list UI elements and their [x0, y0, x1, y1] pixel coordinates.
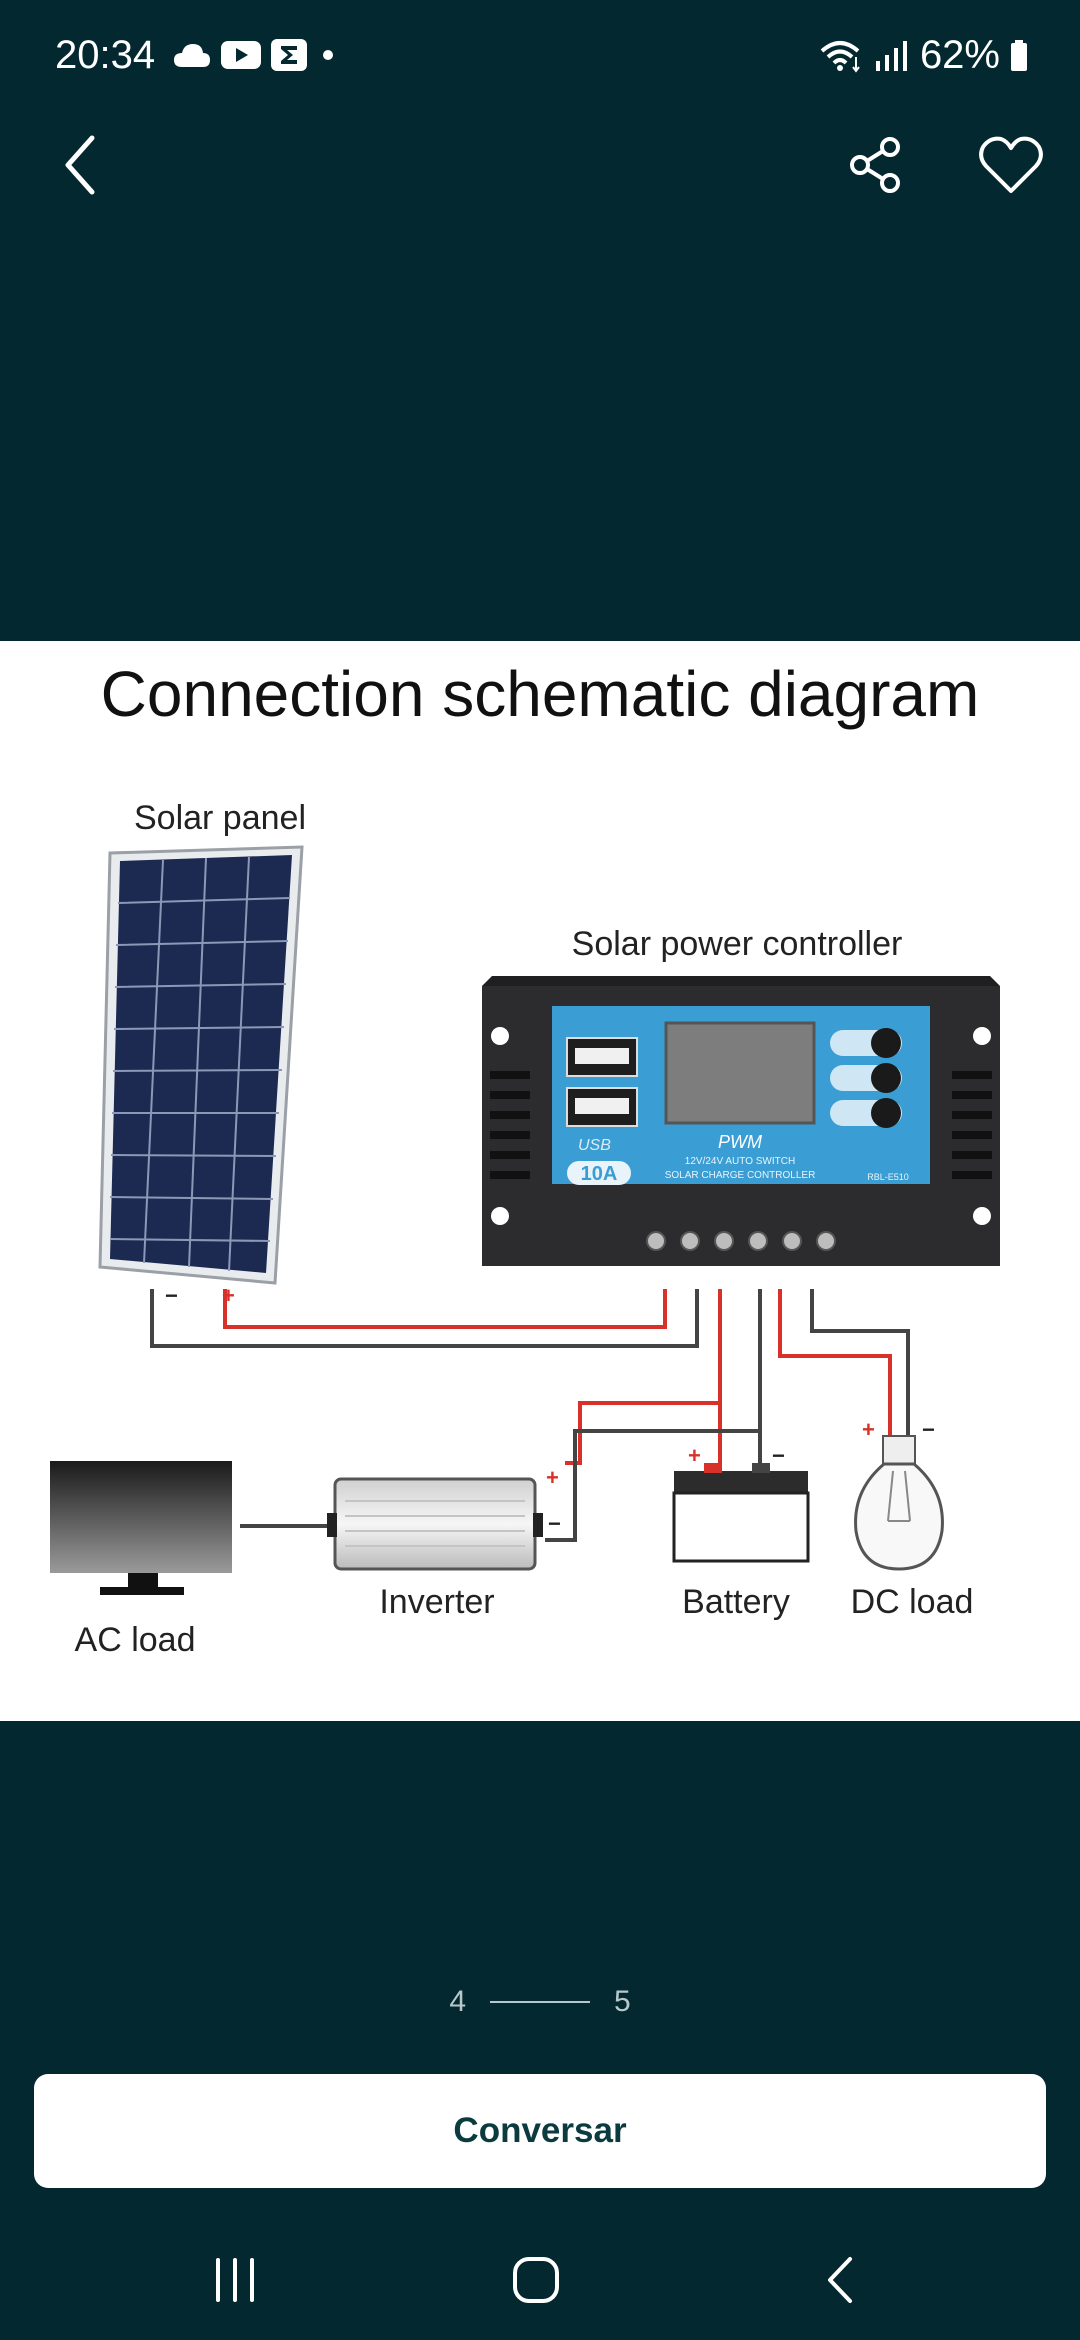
heart-icon [979, 136, 1043, 193]
sigma-app-icon [271, 39, 307, 71]
wifi-icon [820, 40, 860, 73]
battery-percent: 62% [919, 33, 1000, 77]
image-pager: 4 5 [0, 1980, 1080, 2024]
home-icon [513, 2257, 559, 2303]
battery-plus-sign: + [688, 1443, 701, 1468]
notification-dot-icon [323, 50, 333, 60]
share-button[interactable] [831, 120, 921, 210]
pager-divider [490, 2001, 590, 2003]
dc-load-plus-sign: + [862, 1417, 875, 1442]
wiring [150, 1289, 910, 1542]
system-nav-bar [0, 2220, 1080, 2340]
nav-back-icon [828, 2257, 852, 2303]
battery [672, 1463, 810, 1563]
controller-label: Solar power controller [572, 925, 903, 963]
pager-total: 5 [614, 1985, 631, 2018]
ac-load-monitor [50, 1461, 232, 1595]
solar-panel [98, 845, 304, 1285]
solar-panel-label: Solar panel [134, 799, 306, 837]
inverter-label: Inverter [379, 1583, 494, 1621]
solar-minus-sign: − [165, 1283, 178, 1308]
recents-icon [216, 2258, 254, 2302]
youtube-icon [221, 41, 261, 69]
ac-load-label: AC load [75, 1621, 196, 1659]
polarity-signs: − + + − + − + − [165, 1283, 935, 1536]
inverter [327, 1477, 543, 1571]
notification-icons [172, 38, 340, 72]
recents-button[interactable] [175, 2240, 295, 2320]
top-app-bar [0, 120, 1080, 220]
solar-plus-sign: + [222, 1283, 235, 1308]
connection-schematic-diagram: Connection schematic diagram Solar panel… [50, 658, 1000, 1659]
inverter-minus-sign: − [548, 1511, 561, 1536]
status-right: 62% [820, 33, 1028, 78]
battery-minus-sign: − [772, 1443, 785, 1468]
controller-rating: 10A [581, 1163, 618, 1185]
nav-back-button[interactable] [780, 2240, 900, 2320]
dc-load-minus-sign: − [922, 1417, 935, 1442]
signal-icon [875, 40, 907, 71]
inverter-plus-sign: + [546, 1465, 559, 1490]
back-arrow-icon [65, 135, 95, 195]
share-icon [850, 137, 900, 193]
controller-model: RBL-E510 [867, 1172, 909, 1182]
back-button[interactable] [36, 120, 126, 210]
conversar-button[interactable]: Conversar [34, 2074, 1046, 2188]
favorite-button[interactable] [966, 120, 1056, 210]
battery-label: Battery [682, 1583, 790, 1621]
diagram-title: Connection schematic diagram [101, 658, 980, 730]
dc-load-label: DC load [851, 1583, 974, 1621]
controller-mode: PWM [718, 1132, 762, 1152]
controller-subtitle-1: 12V/24V AUTO SWITCH [685, 1156, 795, 1167]
controller-subtitle-2: SOLAR CHARGE CONTROLLER [665, 1170, 816, 1181]
solar-charge-controller: } USB 10A PWM 12V/24V AUTO SWITCH SOLAR … [482, 976, 1000, 1266]
status-time: 20:34 [55, 33, 156, 77]
dc-load-bulb [854, 1435, 944, 1571]
controller-usb-label: USB [578, 1137, 611, 1154]
cloud-icon [174, 44, 210, 67]
product-image[interactable]: Connection schematic diagram Solar panel… [0, 641, 1080, 1721]
pager-current: 4 [449, 1985, 466, 2018]
home-button[interactable] [476, 2240, 596, 2320]
status-bar: 20:34 62% [0, 0, 1080, 116]
battery-icon [1011, 39, 1027, 71]
